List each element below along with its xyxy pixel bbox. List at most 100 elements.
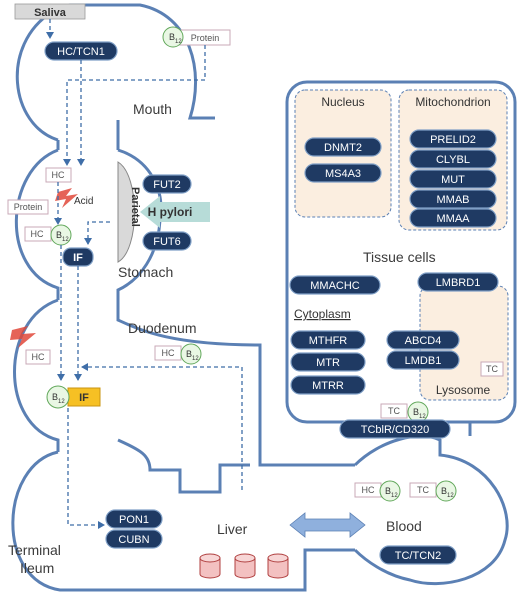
- svg-text:IF: IF: [73, 252, 83, 264]
- mouth-outline: [15, 3, 215, 142]
- clybl-pill: CLYBL: [409, 149, 497, 169]
- b12-if-complex: IF B12: [46, 385, 101, 409]
- mouth-label: Mouth: [133, 101, 172, 117]
- svg-text:LMDB1: LMDB1: [405, 355, 442, 367]
- svg-text:FUT2: FUT2: [153, 179, 181, 191]
- svg-text:HC: HC: [362, 485, 375, 495]
- protein-to-stomach-arrow: [63, 45, 206, 166]
- svg-text:MUT: MUT: [441, 174, 465, 186]
- saliva-label: Saliva: [34, 7, 67, 19]
- svg-text:IF: IF: [79, 392, 89, 404]
- svg-text:B12: B12: [441, 486, 454, 499]
- cytoplasm-label: Cytoplasm: [294, 307, 351, 321]
- tc-b12-blood: TC B12: [409, 480, 457, 502]
- ileum-outline-top: [117, 438, 250, 494]
- if-pill-stomach: IF: [62, 247, 94, 267]
- svg-text:MMAB: MMAB: [437, 194, 470, 206]
- prelid2-pill: PRELID2: [409, 129, 497, 149]
- liver-storage: [199, 553, 289, 579]
- mut-pill: MUT: [409, 169, 497, 189]
- liver-label: Liver: [217, 521, 248, 537]
- svg-text:B12: B12: [56, 230, 69, 243]
- svg-text:MMACHC: MMACHC: [310, 280, 360, 292]
- svg-text:MTHFR: MTHFR: [309, 335, 348, 347]
- hc-tag-stomach: HC: [45, 167, 72, 183]
- ileum-label: Ileum: [20, 560, 54, 576]
- svg-text:DNMT2: DNMT2: [324, 142, 362, 154]
- hc-b12-blood: HC B12: [354, 480, 401, 502]
- complex-to-ileum-arrow: [67, 408, 105, 529]
- svg-text:PRELID2: PRELID2: [430, 134, 476, 146]
- ms4a3-pill: MS4A3: [304, 163, 382, 183]
- svg-text:Protein: Protein: [14, 202, 43, 212]
- svg-text:HC: HC: [32, 352, 45, 362]
- mtr-pill: MTR: [290, 352, 366, 372]
- abcd4-pill: ABCD4: [386, 330, 460, 350]
- acid-lightning: Acid: [55, 188, 93, 208]
- acid-label: Acid: [74, 196, 93, 207]
- hc-b12-complex-stomach: HC B12: [24, 224, 72, 246]
- pon1-pill: PON1: [105, 509, 163, 529]
- svg-text:B12: B12: [186, 349, 199, 362]
- tc-tcn2-pill: TC/TCN2: [379, 545, 457, 565]
- svg-text:CLYBL: CLYBL: [436, 154, 470, 166]
- ileum-outline: [11, 450, 355, 592]
- svg-text:TCblR/CD320: TCblR/CD320: [361, 424, 429, 436]
- svg-text:CUBN: CUBN: [118, 534, 149, 546]
- b12-protein-complex: Protein B12: [162, 26, 231, 48]
- svg-text:ABCD4: ABCD4: [405, 335, 442, 347]
- liver-blood-double-arrow: [289, 512, 366, 538]
- svg-text:HC: HC: [52, 170, 65, 180]
- tc-tag-lysosome: TC: [480, 361, 504, 377]
- lysosome-label: Lysosome: [436, 383, 491, 397]
- hc-tag-duodenum: HC: [25, 349, 51, 365]
- svg-text:Protein: Protein: [191, 33, 220, 43]
- tcblr-cd320-pill: TCblR/CD320: [339, 419, 451, 439]
- svg-text:HC: HC: [162, 348, 175, 358]
- svg-text:TC: TC: [486, 364, 498, 374]
- svg-text:MTR: MTR: [316, 357, 340, 369]
- svg-text:PON1: PON1: [119, 514, 149, 526]
- mmachc-pill: MMACHC: [289, 275, 381, 295]
- stomach-outline: [14, 148, 60, 300]
- svg-text:TC/TCN2: TC/TCN2: [395, 550, 441, 562]
- lmbrd1-pill: LMBRD1: [417, 272, 499, 292]
- tissue-cells-label: Tissue cells: [363, 249, 436, 265]
- svg-text:LMBRD1: LMBRD1: [436, 277, 481, 289]
- svg-text:MS4A3: MS4A3: [325, 168, 361, 180]
- liver-cylinder-3: [267, 553, 289, 579]
- duodenum-outline-right: [116, 300, 355, 467]
- mthfr-pill: MTHFR: [290, 330, 366, 350]
- mtrr-pill: MTRR: [290, 375, 366, 395]
- h-pylori-label: H pylori: [148, 205, 193, 219]
- svg-text:HC/TCN1: HC/TCN1: [57, 46, 105, 58]
- duodenum-label: Duodenum: [128, 320, 197, 336]
- terminal-label: Terminal: [8, 542, 61, 558]
- svg-text:FUT6: FUT6: [153, 236, 181, 248]
- tc-b12-receptor-complex: TC B12: [380, 401, 429, 423]
- liver-cylinder-2: [234, 553, 256, 579]
- parietal-cell: Parietal: [117, 161, 141, 263]
- svg-text:MTRR: MTRR: [312, 380, 344, 392]
- mitochondrion-label: Mitochondrion: [415, 95, 490, 109]
- svg-text:HC: HC: [31, 229, 44, 239]
- nucleus-label: Nucleus: [321, 95, 364, 109]
- fut6-pill: FUT6: [142, 231, 192, 251]
- hc-b12-from-bile: HC B12: [154, 343, 202, 365]
- svg-text:TC: TC: [417, 485, 429, 495]
- fut2-pill: FUT2: [142, 174, 192, 194]
- liver-cylinder-1: [199, 553, 221, 579]
- h-pylori-arrow: H pylori: [140, 196, 210, 228]
- mmaa-pill: MMAA: [409, 208, 497, 228]
- duodenum-outline: [13, 298, 60, 452]
- svg-text:B12: B12: [413, 407, 426, 420]
- svg-text:MMAA: MMAA: [437, 213, 471, 225]
- lmdb1-pill: LMDB1: [386, 350, 460, 370]
- blood-label: Blood: [386, 518, 422, 534]
- mmab-pill: MMAB: [409, 189, 497, 209]
- duodenum-lightning: [10, 326, 36, 348]
- svg-text:B12: B12: [169, 32, 182, 45]
- svg-text:B12: B12: [385, 486, 398, 499]
- parietal-to-if-arrow: [84, 221, 110, 245]
